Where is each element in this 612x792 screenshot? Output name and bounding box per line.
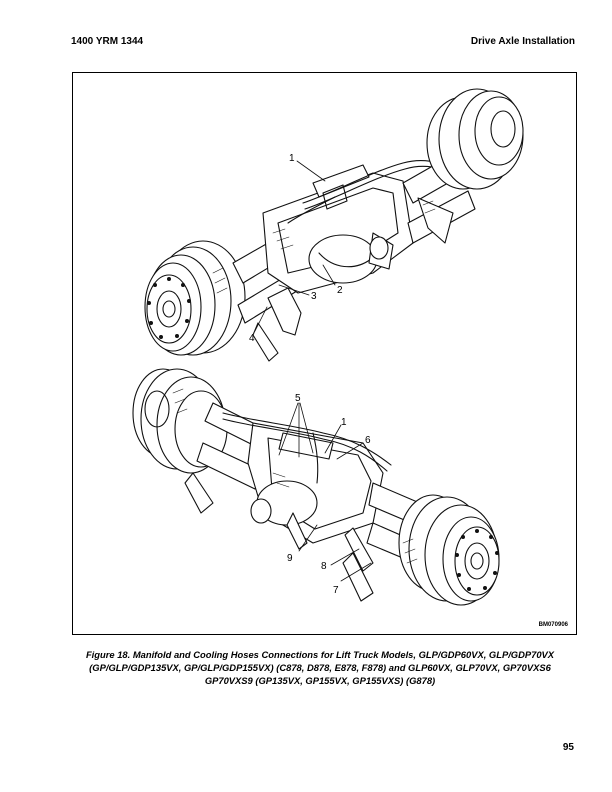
callout-top-2: 2 xyxy=(337,285,343,296)
page-number: 95 xyxy=(562,742,574,753)
section-title: Drive Axle Installation xyxy=(470,36,575,47)
top-drive-axle xyxy=(144,88,524,362)
callout-top-3: 3 xyxy=(311,291,317,302)
callout-bottom-1: 1 xyxy=(341,417,347,428)
callout-bottom-9: 9 xyxy=(287,553,293,564)
callout-top-1: 1 xyxy=(289,153,295,164)
top-callouts: 1 2 3 4 xyxy=(249,153,343,344)
caption-line-3: GP70VXS9 (GP135VX, GP155VX, GP155VXS) (G… xyxy=(204,675,436,686)
document-number: 1400 YRM 1344 xyxy=(71,36,144,47)
callout-bottom-6: 6 xyxy=(365,435,371,446)
figure-caption: Figure 18. Manifold and Cooling Hoses Co… xyxy=(60,648,580,687)
callout-bottom-7: 7 xyxy=(333,585,339,596)
figure-code: BM070906 xyxy=(538,622,568,628)
figure-frame: 1 2 3 4 xyxy=(72,72,577,635)
bottom-drive-axle xyxy=(132,368,500,606)
callout-bottom-8: 8 xyxy=(321,561,327,572)
callout-top-4: 4 xyxy=(249,333,255,344)
bottom-callouts: 5 1 6 9 8 7 xyxy=(278,393,372,596)
axle-illustration: 1 2 3 4 xyxy=(132,88,524,606)
caption-line-1: Figure 18. Manifold and Cooling Hoses Co… xyxy=(85,649,555,660)
callout-bottom-5: 5 xyxy=(295,393,301,404)
caption-line-2: (GP/GLP/GDP135VX, GP/GLP/GDP155VX) (C878… xyxy=(89,662,551,673)
